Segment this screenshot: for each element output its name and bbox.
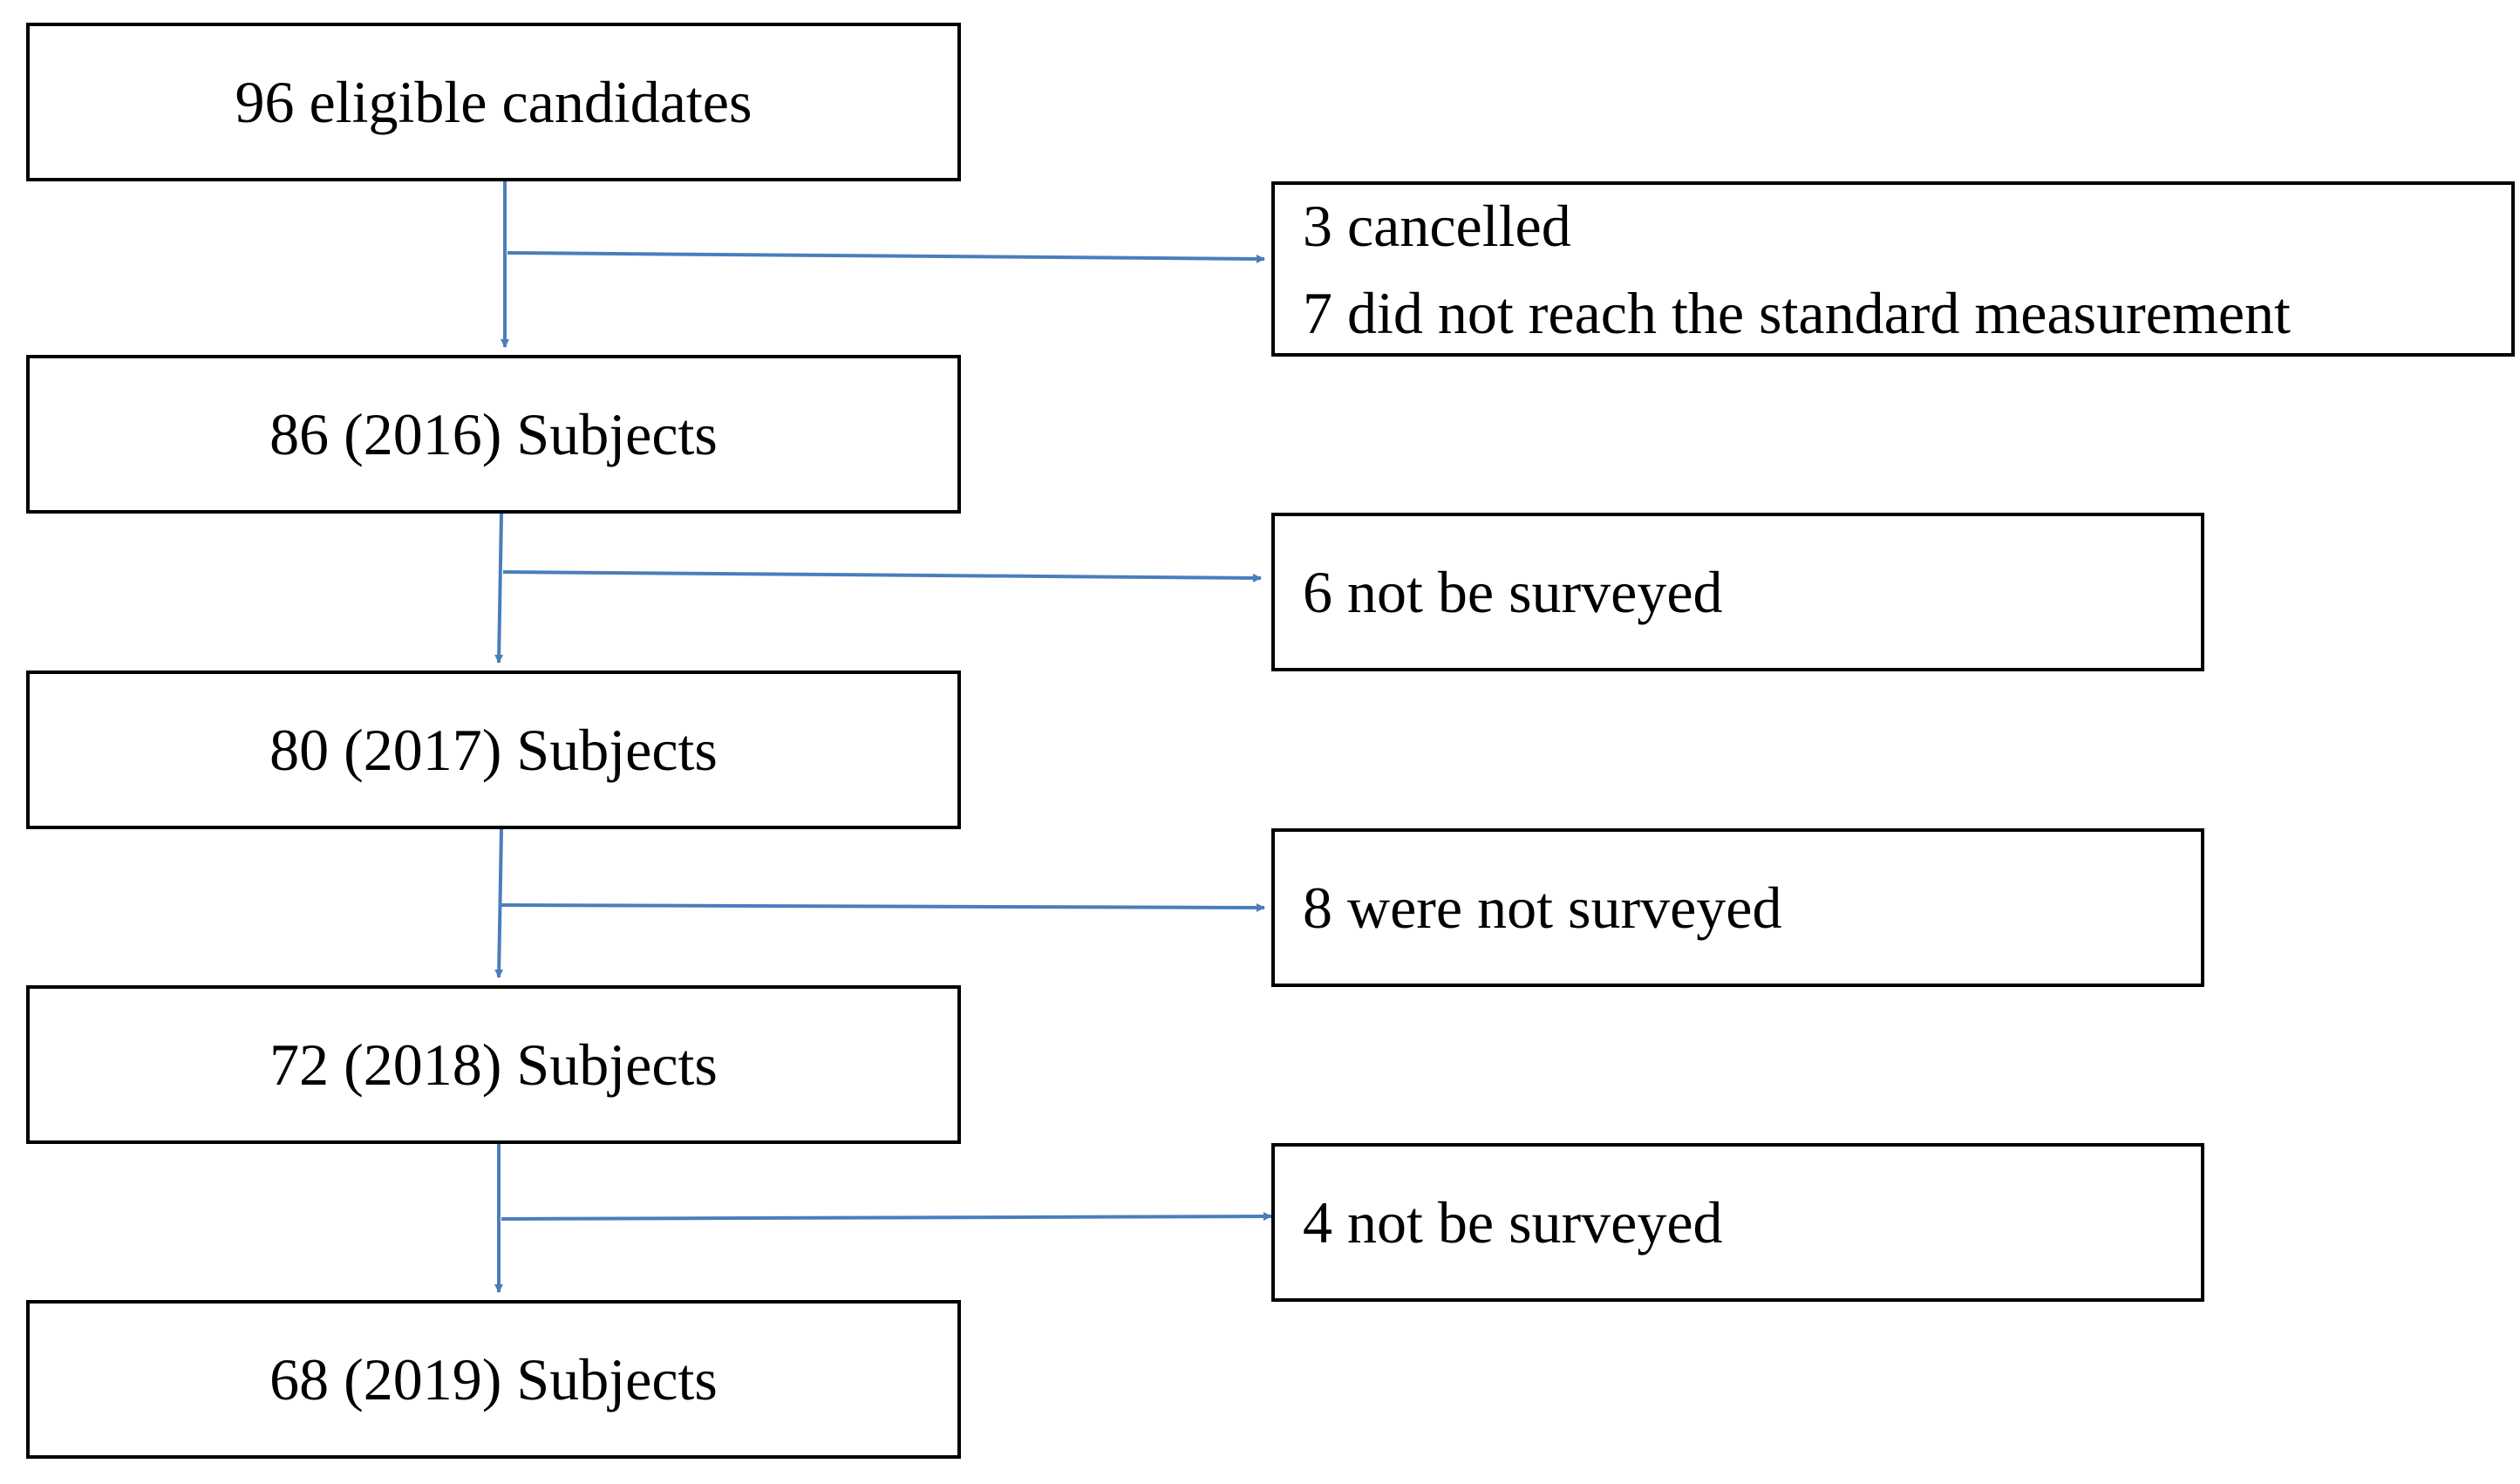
main-step-box-1: 96 eligible candidates <box>26 23 961 181</box>
main-step-box-2: 86 (2016) Subjects <box>26 355 961 514</box>
main-step-label: 72 (2018) Subjects <box>269 1031 718 1098</box>
exclusion-box-1: 3 cancelled 7 did not reach the standard… <box>1271 181 2515 357</box>
main-step-box-3: 80 (2017) Subjects <box>26 671 961 829</box>
main-step-box-5: 68 (2019) Subjects <box>26 1300 961 1459</box>
exclusion-line: 6 not be surveyed <box>1303 559 1723 625</box>
exclusion-line: 3 cancelled <box>1303 192 1571 259</box>
exclusion-box-3: 8 were not surveyed <box>1271 828 2204 987</box>
down-arrow-2 <box>494 513 504 664</box>
exclusion-arrow-4 <box>501 1212 1272 1222</box>
exclusion-line: 4 not be surveyed <box>1303 1189 1723 1256</box>
main-step-label: 86 (2016) Subjects <box>269 401 718 467</box>
exclusion-box-4: 4 not be surveyed <box>1271 1143 2204 1302</box>
exclusion-arrow-1 <box>507 251 1265 263</box>
main-step-box-4: 72 (2018) Subjects <box>26 985 961 1144</box>
exclusion-box-2: 6 not be surveyed <box>1271 513 2204 671</box>
exclusion-arrow-2 <box>502 570 1262 582</box>
main-step-label: 80 (2017) Subjects <box>269 717 718 783</box>
exclusion-line: 7 did not reach the standard measurement <box>1303 279 2291 346</box>
exclusion-line: 8 were not surveyed <box>1303 875 1782 941</box>
main-step-label: 96 eligible candidates <box>235 69 753 135</box>
down-arrow-3 <box>494 828 504 978</box>
exclusion-arrow-3 <box>501 902 1265 912</box>
main-step-label: 68 (2019) Subjects <box>269 1346 718 1413</box>
